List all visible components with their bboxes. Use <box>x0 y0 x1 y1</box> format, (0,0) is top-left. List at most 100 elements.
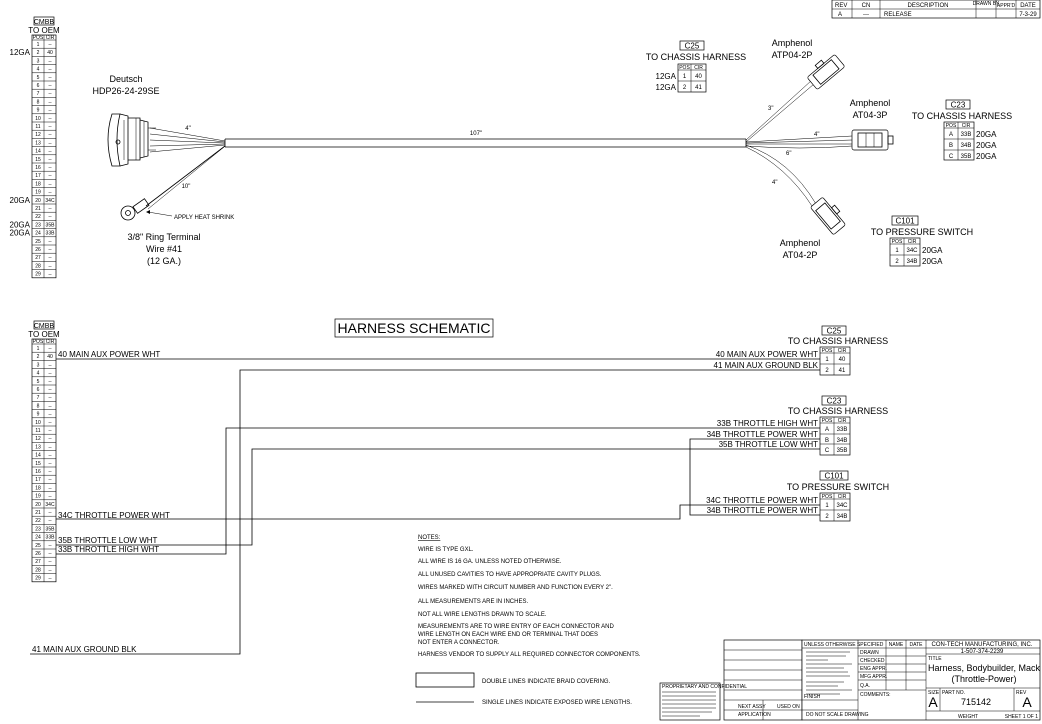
tb-eng-appr: ENG APPR. <box>860 666 887 672</box>
sch-c25-name: C25 <box>827 327 842 336</box>
cmbb-sch-cir-header: CIR <box>46 339 55 345</box>
cmbb-sch-row-cir: -- <box>48 494 52 500</box>
dim-4in-c23: 4" <box>814 132 819 138</box>
title-block: PROPRIETARY AND CONFIDENTIAL <box>659 639 1041 721</box>
cmbb-top-row-cir: -- <box>48 58 52 64</box>
cmbb-top-row-pos: 24 <box>35 231 41 237</box>
cmbb-sch-row-pos: 13 <box>35 444 41 450</box>
deutsch-label: Deutsch <box>109 74 142 84</box>
wire-41 <box>30 369 820 655</box>
notes-block: NOTES: WIRE IS TYPE GXL.ALL WIRE IS 16 G… <box>418 535 641 658</box>
cmbb-sch-row-cir: -- <box>48 412 52 418</box>
sch-c23-row2-cir: 34B <box>837 438 848 444</box>
ring-terminal: 10" APPLY HEAT SHRINK 3/8" Ring Terminal… <box>120 145 234 266</box>
amphenol-branches: 3" 4" 6" 4" <box>745 79 853 207</box>
cmbb-sch-row-pos: 16 <box>35 469 41 475</box>
top-c101-row1-pos: 1 <box>895 248 899 254</box>
sch-c23-name: C23 <box>827 397 842 406</box>
cmbb-top-row-pos: 1 <box>37 42 40 48</box>
cmbb-sch-row-cir: -- <box>48 371 52 377</box>
schematic-c101-table: C101 TO PRESSURE SWITCH POS CIR 1 34C 2 … <box>787 470 889 522</box>
note-item: MEASUREMENTS ARE TO WIRE ENTRY OF EACH C… <box>418 624 614 630</box>
cmbb-sch-row-cir: -- <box>48 403 52 409</box>
top-c23-row3-pos: C <box>949 154 954 160</box>
sch-c23-subtitle: TO CHASSIS HARNESS <box>788 406 888 416</box>
cmbb-sch-row-pos: 28 <box>35 567 41 573</box>
cmbb-sch-row-pos: 14 <box>35 453 41 459</box>
cmbb-top-row-pos: 25 <box>35 239 41 245</box>
tb-size-label: SIZE <box>928 690 940 696</box>
cmbb-sch-row-pos: 8 <box>37 403 40 409</box>
sch-c23-pos-header: POS <box>822 418 833 424</box>
cmbb-sch-row-cir: -- <box>48 461 52 467</box>
cmbb-sch-row-pos: 25 <box>35 543 41 549</box>
wire-34b-c101-label: 34B THROTTLE POWER WHT <box>707 506 819 515</box>
top-c23-row1-cir: 33B <box>961 132 972 138</box>
top-c101-pos-header: POS <box>892 239 903 245</box>
cmbb-sch-row-cir: -- <box>48 395 52 401</box>
tb-rev-label: REV <box>1016 690 1027 696</box>
cmbb-top-row-pos: 13 <box>35 140 41 146</box>
top-c25-row2-gauge: 12GA <box>656 83 677 92</box>
braided-trunk: 107" <box>224 131 747 148</box>
cmbb-top-row-cir: 34C <box>45 198 55 204</box>
top-c101-row1-gauge: 20GA <box>922 246 943 255</box>
rev-header-apprd: APPR'D <box>997 3 1016 9</box>
cmbb-top-row-pos: 15 <box>35 157 41 163</box>
top-c23-row3-cir: 35B <box>961 154 972 160</box>
tb-title-label: TITLE <box>928 656 942 662</box>
wire-33b-right-label: 33B THROTTLE HIGH WHT <box>717 419 818 428</box>
sch-c25-row1-pos: 1 <box>825 357 829 363</box>
wire-34c-left-label: 34C THROTTLE POWER WHT <box>58 511 170 520</box>
note-item: WIRE LENGTH ON EACH WIRE END OR TERMINAL… <box>418 632 598 638</box>
tb-title-line2: (Throttle-Power) <box>951 674 1016 684</box>
sch-c23-row1-pos: A <box>825 427 829 433</box>
deutsch-part-label: HDP26-24-29SE <box>92 86 159 96</box>
cmbb-top-row-pos: 7 <box>37 91 40 97</box>
cmbb-top-row-pos: 8 <box>37 99 40 105</box>
cmbb-top-row-cir: -- <box>48 83 52 89</box>
ring-gauge-label: (12 GA.) <box>147 256 181 266</box>
tb-sheet: SHEET 1 OF 1 <box>1005 714 1038 720</box>
cmbb-sch-row-pos: 27 <box>35 559 41 565</box>
wire-33b <box>56 427 820 555</box>
schematic-c23-table: C23 TO CHASSIS HARNESS POS CIR A 33B B 3… <box>788 395 888 456</box>
top-c25-row1-gauge: 12GA <box>656 72 677 81</box>
tb-finish: FINISH <box>804 694 821 700</box>
cmbb-top-pos-header: POS <box>33 35 44 41</box>
wire-41-left-label: 41 MAIN AUX GROUND BLK <box>32 645 137 654</box>
sch-c101-row1-pos: 1 <box>825 503 829 509</box>
top-c25-row1-pos: 1 <box>683 74 687 80</box>
sch-c101-row2-pos: 2 <box>825 514 829 520</box>
note-item: ALL MEASUREMENTS ARE IN INCHES. <box>418 599 528 605</box>
sch-c23-row3-pos: C <box>825 448 830 454</box>
tb-mfg-appr: MFG APPR. <box>860 674 887 680</box>
cmbb-top-row-pos: 9 <box>37 108 40 114</box>
amphenol-c25-label: Amphenol <box>772 38 813 48</box>
cmbb-sch-row-cir: -- <box>48 387 52 393</box>
tb-title-line1: Harness, Bodybuilder, Mack <box>928 663 1041 673</box>
cmbb-top-row-cir: -- <box>48 149 52 155</box>
cmbb-sch-row-pos: 7 <box>37 395 40 401</box>
cmbb-top-row-cir: -- <box>48 140 52 146</box>
top-c101-table: C101 TO PRESSURE SWITCH POS CIR 1 34C 2 … <box>871 215 973 267</box>
amphenol-c101-part-label: AT04-2P <box>783 250 818 260</box>
tb-do-not-scale: DO NOT SCALE DRAWING <box>806 712 869 718</box>
cmbb-top-row-cir: -- <box>48 157 52 163</box>
cmbb-sch-row-cir: -- <box>48 444 52 450</box>
wire-35b <box>56 448 820 546</box>
cmbb-top-row-cir: -- <box>48 132 52 138</box>
top-c25-cir-header: CIR <box>694 65 703 71</box>
cmbb-top-row-cir: -- <box>48 75 52 81</box>
amphenol-c25-connector: Amphenol ATP04-2P <box>772 38 845 90</box>
cmbb-sch-row-cir: -- <box>48 420 52 426</box>
cmbb-sch-row-cir: -- <box>48 436 52 442</box>
legend-double-lines: DOUBLE LINES INDICATE BRAID COVERING. <box>482 679 611 685</box>
cmbb-sch-row-pos: 18 <box>35 485 41 491</box>
cmbb-sch-row-cir: -- <box>48 485 52 491</box>
tb-drawn: DRAWN <box>860 650 879 656</box>
cmbb-sch-row-cir: -- <box>48 510 52 516</box>
dim-4in-c101: 4" <box>772 180 777 186</box>
top-c23-row3-gauge: 20GA <box>976 152 997 161</box>
